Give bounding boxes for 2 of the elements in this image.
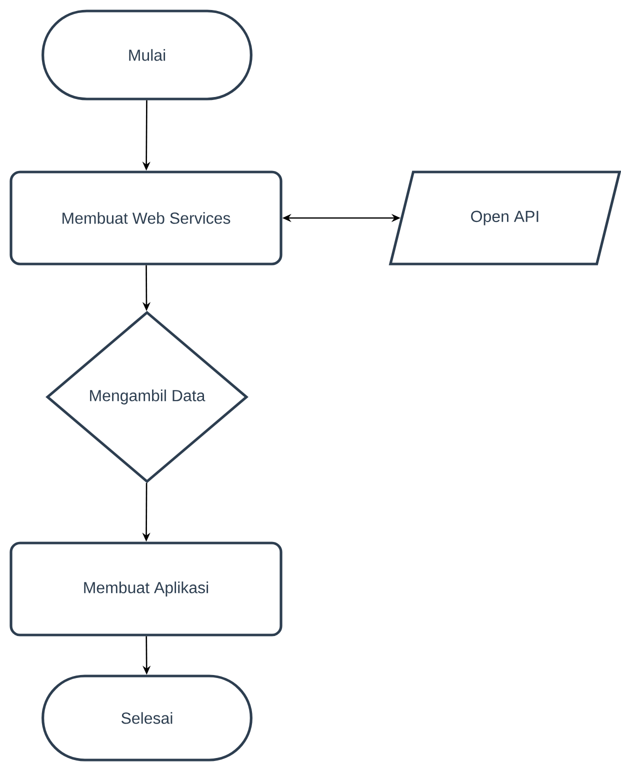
process-box: Membuat Web Services: [10, 170, 282, 266]
process-box: Membuat Aplikasi: [10, 542, 282, 636]
